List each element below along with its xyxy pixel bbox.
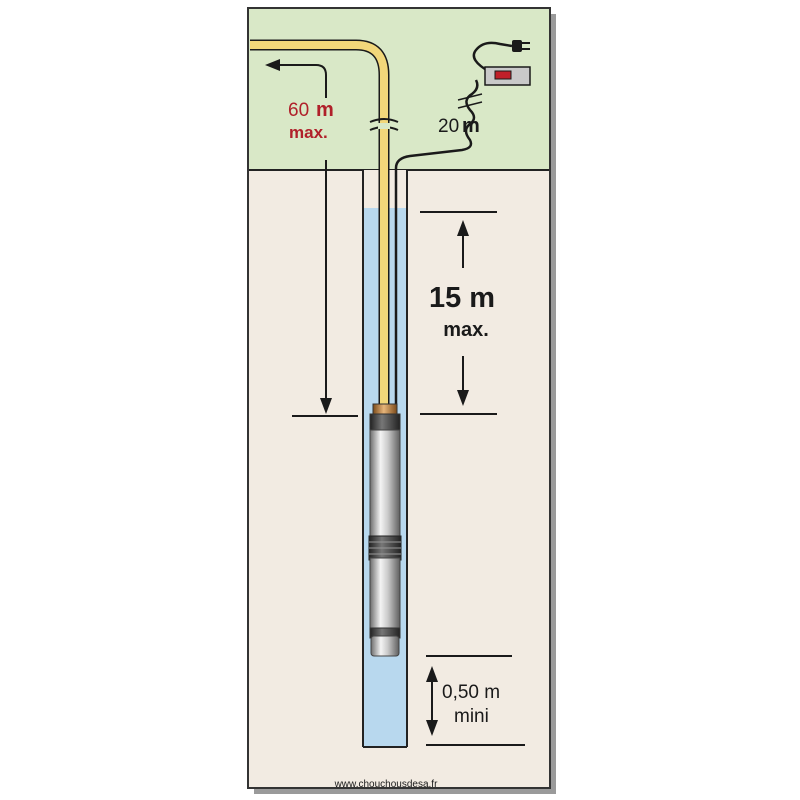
clearance-limit: mini: [454, 706, 489, 727]
plug-icon: [512, 40, 530, 52]
depth-arrow-down: [457, 356, 469, 406]
horizontal-distance-arrow: [265, 59, 327, 98]
submersible-pump-icon: [368, 403, 402, 657]
cable-break-symbol: [457, 93, 483, 109]
depth-arrow-up: [457, 220, 469, 268]
cable-length-value: 20: [438, 116, 459, 137]
cable-length-unit: m: [462, 115, 480, 137]
pipe-length-limit: max.: [289, 123, 328, 142]
clearance-value: 0,50 m: [442, 682, 500, 703]
depth-label: 15 m: [429, 282, 495, 314]
discharge-pipe: [250, 41, 388, 410]
power-cable-to-plug: [472, 41, 513, 74]
power-cable: [394, 79, 479, 410]
vertical-distance-arrow: [320, 160, 332, 414]
pipe-length-unit: m: [316, 99, 334, 121]
clearance-arrow: [426, 666, 438, 736]
source-url: www.chouchousdesa.fr: [334, 779, 439, 790]
surface-area: [249, 9, 549, 170]
pipe-length-value: 60: [288, 100, 309, 121]
depth-limit: max.: [443, 319, 489, 341]
control-box-icon: [484, 66, 531, 86]
pipe-break-gap: [378, 123, 390, 129]
